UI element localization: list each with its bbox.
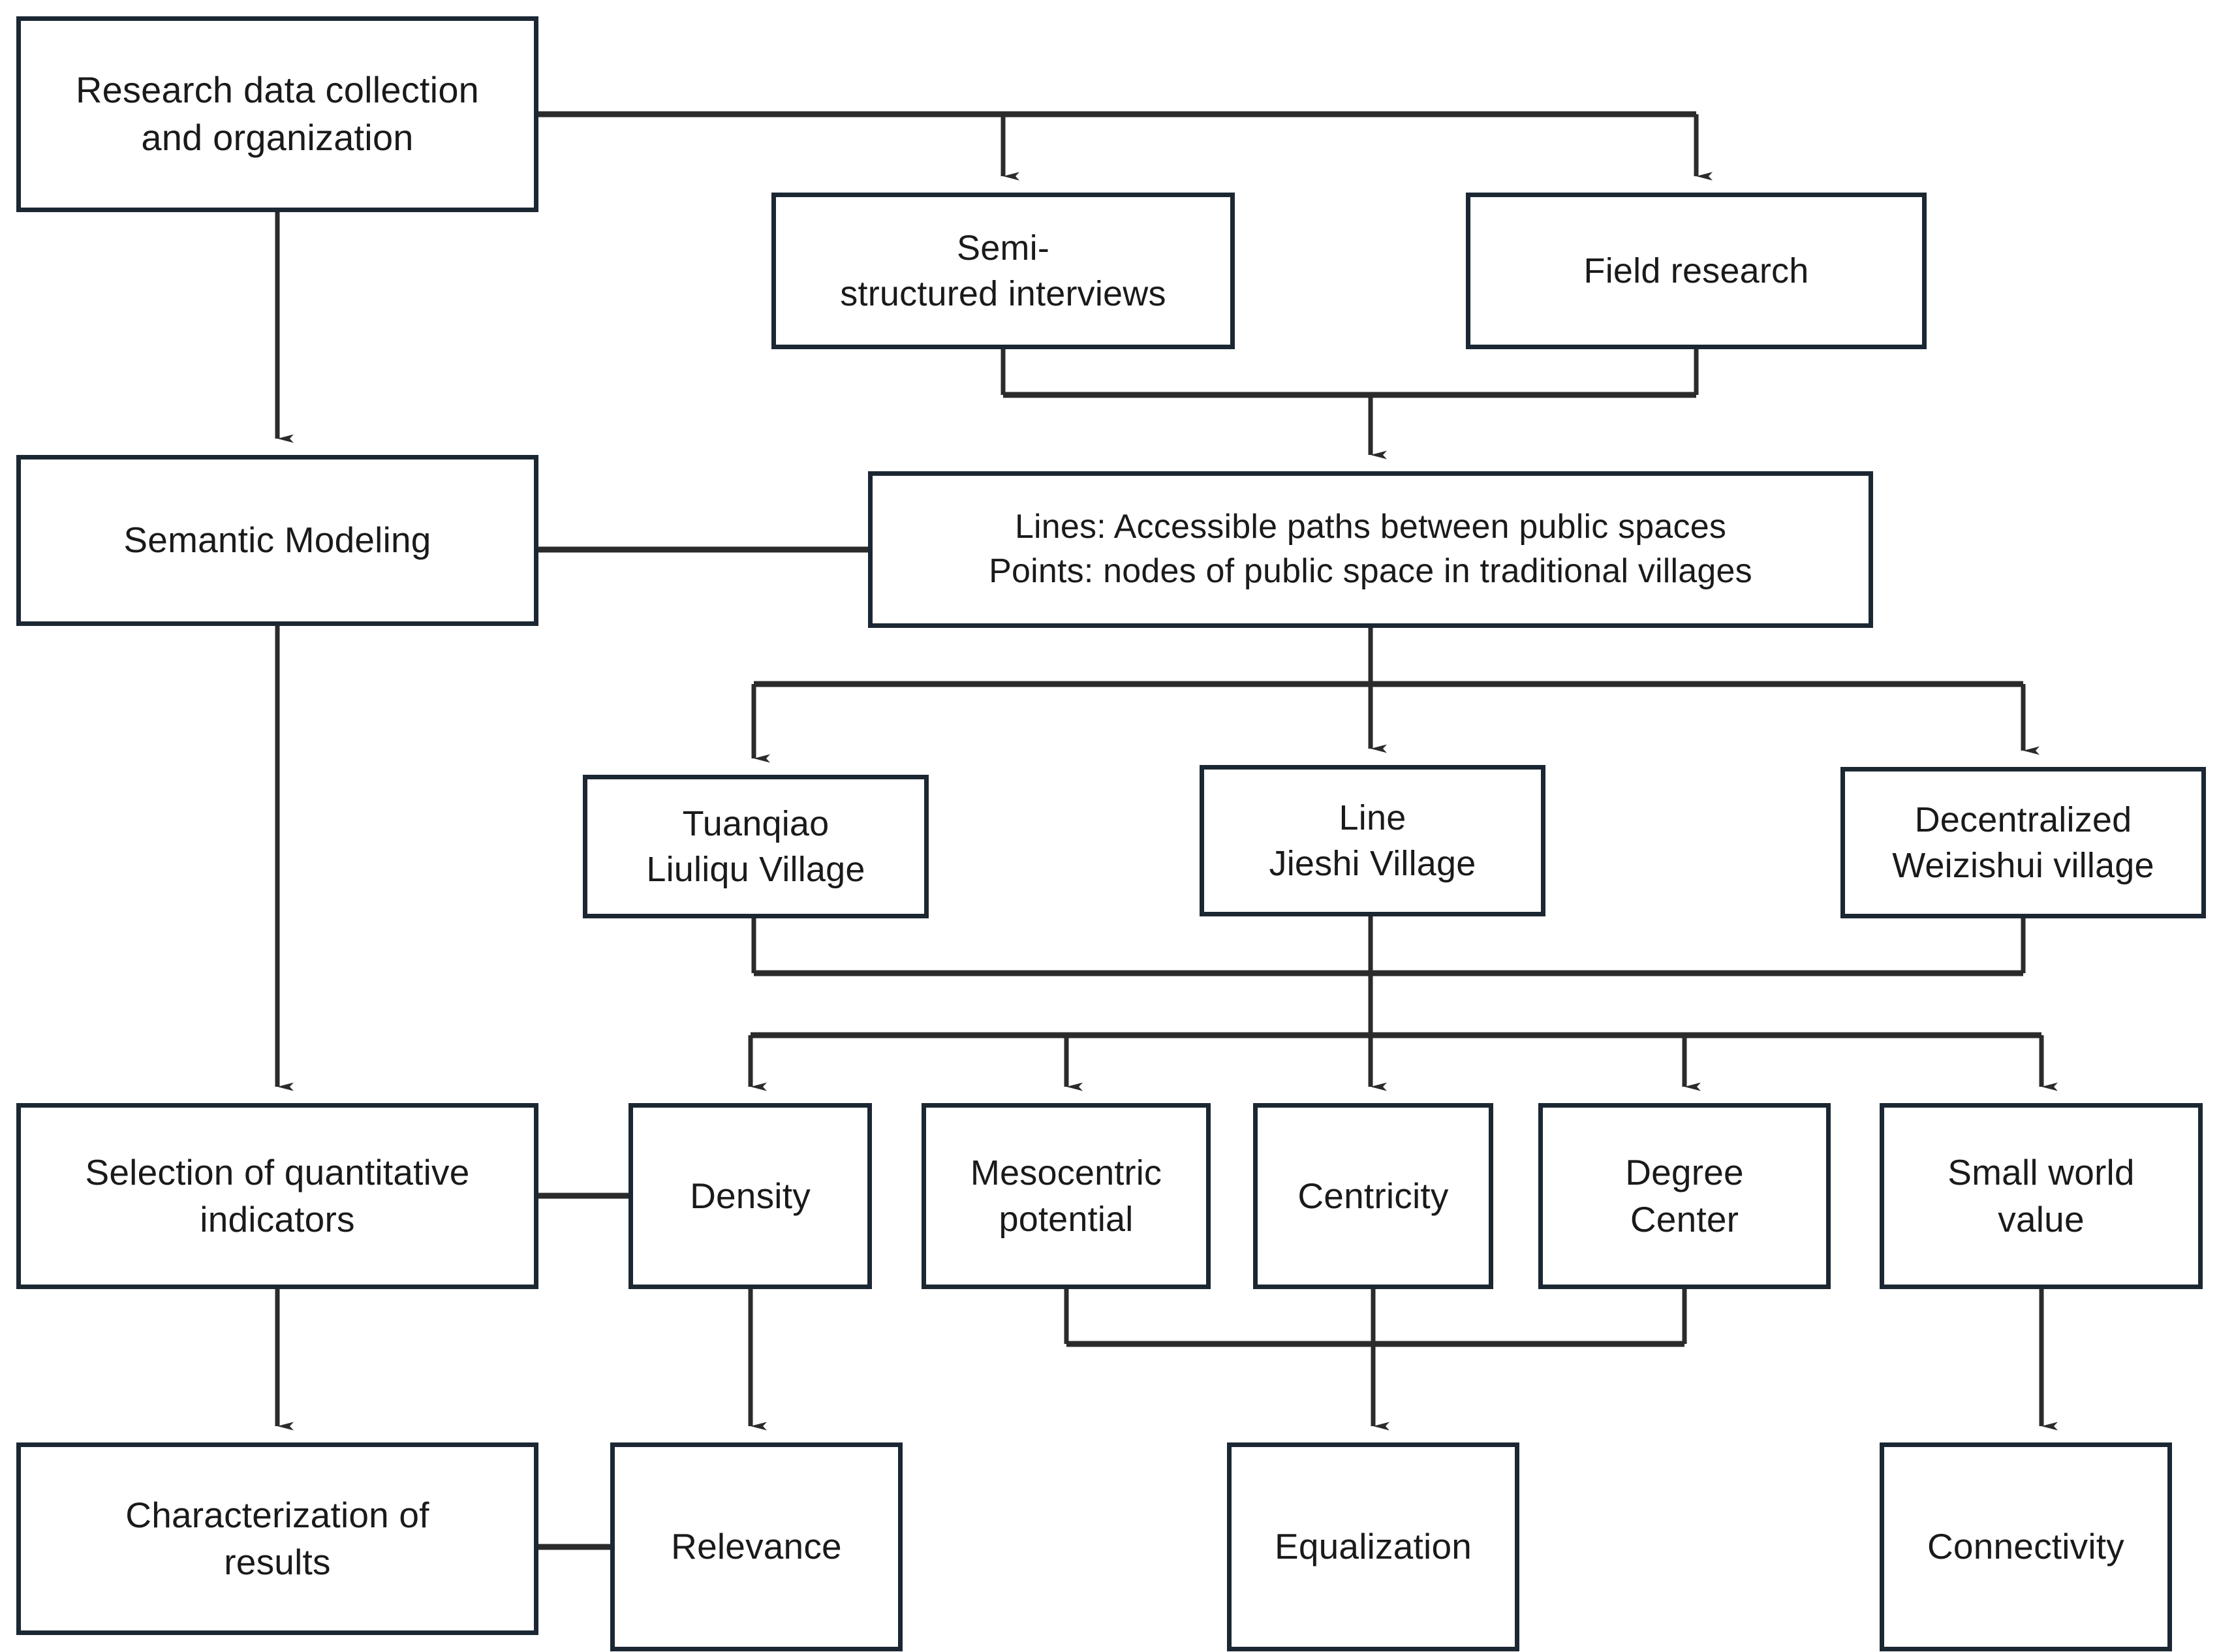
node-characterization-of-results[interactable]: Characterization of results (16, 1442, 538, 1635)
node-label: Research data collection and organizatio… (75, 69, 480, 158)
node-tuanqiao-liuliqu-village[interactable]: Tuanqiao Liuliqu Village (583, 775, 929, 918)
node-semi-structured-interviews[interactable]: Semi- structured interviews (771, 193, 1235, 349)
node-decentralized-weizishui-village[interactable]: Decentralized Weizishui village (1840, 767, 2206, 918)
node-selection-of-quantitative-indicators[interactable]: Selection of quantitative indicators (16, 1103, 538, 1289)
node-small-world-value[interactable]: Small world value (1880, 1103, 2203, 1289)
node-density[interactable]: Density (628, 1103, 872, 1289)
node-mesocentric-potential[interactable]: Mesocentric potential (922, 1103, 1211, 1289)
node-label: Equalization (1274, 1526, 1472, 1567)
node-semantic-modeling[interactable]: Semantic Modeling (16, 455, 538, 626)
node-label: Connectivity (1927, 1526, 2124, 1567)
node-label: Lines: Accessible paths between public s… (989, 508, 1752, 590)
node-label: Relevance (671, 1526, 842, 1567)
node-research-data-collection[interactable]: Research data collection and organizatio… (16, 16, 538, 212)
node-line-jieshi-village[interactable]: Line Jieshi Village (1200, 765, 1545, 916)
node-label: Small world value (1947, 1152, 2135, 1239)
node-relevance[interactable]: Relevance (610, 1442, 903, 1651)
node-degree-center[interactable]: Degree Center (1538, 1103, 1831, 1289)
node-label: Semantic Modeling (123, 520, 431, 561)
node-label: Tuanqiao Liuliqu Village (646, 803, 865, 889)
node-centricity[interactable]: Centricity (1253, 1103, 1493, 1289)
node-label: Line Jieshi Village (1269, 798, 1476, 883)
node-label: Field research (1583, 251, 1809, 290)
node-lines-points-definition[interactable]: Lines: Accessible paths between public s… (868, 471, 1873, 628)
node-label: Density (690, 1175, 811, 1216)
node-label: Degree Center (1625, 1152, 1744, 1239)
node-label: Mesocentric potential (970, 1153, 1162, 1239)
node-label: Characterization of results (125, 1495, 429, 1582)
node-label: Selection of quantitative indicators (85, 1152, 470, 1239)
node-equalization[interactable]: Equalization (1227, 1442, 1519, 1651)
node-label: Semi- structured interviews (840, 228, 1166, 313)
node-field-research[interactable]: Field research (1466, 193, 1927, 349)
node-label: Centricity (1297, 1175, 1449, 1216)
node-label: Decentralized Weizishui village (1892, 800, 2154, 885)
node-connectivity[interactable]: Connectivity (1880, 1442, 2172, 1651)
